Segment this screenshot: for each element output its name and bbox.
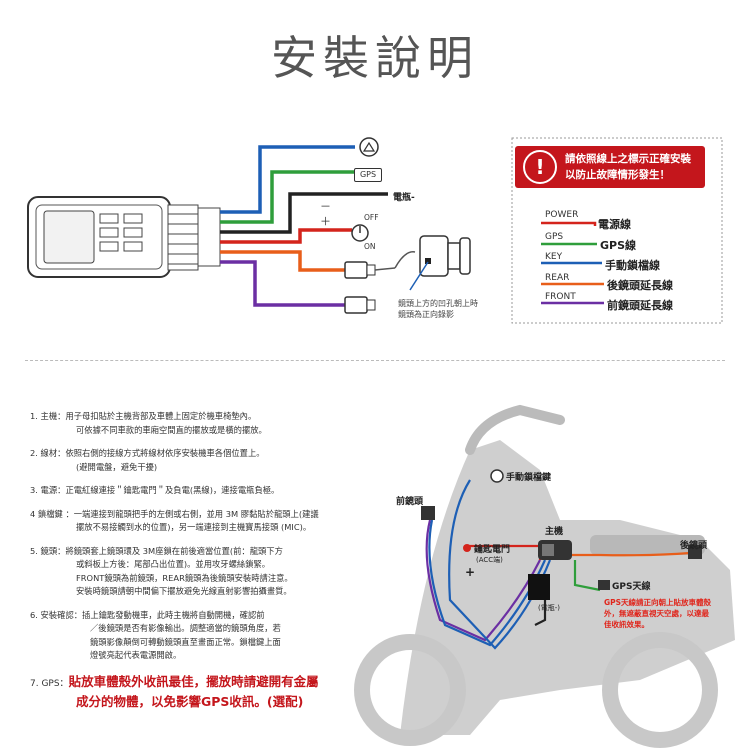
step-6-line-2: ／後鏡頭是否有影像輸出。調整適當的鏡頭角度，若 bbox=[90, 623, 281, 633]
on-label: ON bbox=[364, 242, 376, 251]
step-5: 5. 鏡頭：將鏡頭套上鏡頭環及 3M座鎖在前後適當位置(前：龍頭下方 或斜板上方… bbox=[30, 545, 370, 599]
step-7-line-2: 成分的物體，以免影響GPS收訊。(選配) bbox=[76, 693, 304, 709]
camera-note: 鏡頭上方的凹孔朝上時 鏡頭為正向錄影 bbox=[398, 298, 478, 320]
step-6-line-4: 燈號亮起代表電源開啟。 bbox=[90, 650, 182, 660]
step-3-line-1: 3. 電源：正電紅線連接＂鑰匙電門＂及負電(黑線)，連接電瓶負極。 bbox=[30, 485, 280, 495]
rear-wire bbox=[220, 250, 345, 272]
lock-key-icon bbox=[359, 137, 379, 157]
step-2-line-1: 2. 線材：依照右側的接線方式將線材依序安裝機車各個位置上。 bbox=[30, 448, 265, 458]
step-5-line-4: 安裝時鏡頭請朝中間偏下擺放避免光線直射影響拍攝畫質。 bbox=[76, 586, 292, 596]
step-4-line-2: 擺放不易接觸到水的位置)，另一端連接到主機寶馬接頭 (MIC)。 bbox=[76, 522, 312, 532]
off-label: OFF bbox=[364, 213, 379, 222]
gps-connector-label: GPS bbox=[354, 168, 382, 182]
battery-label: (電瓶-) bbox=[538, 604, 560, 612]
step-5-line-3: FRONT鏡頭為前鏡頭，REAR鏡頭為後鏡頭安裝時請注意。 bbox=[76, 572, 293, 583]
step-7-line-1: 貼放車體殼外收訊最佳，擺放時請避開有金屬 bbox=[68, 673, 319, 689]
key-wire bbox=[220, 145, 355, 214]
step-6: 6. 安裝確認：插上鑰匙發動機車，此時主機將自動開機，確認前 ／後鏡頭是否有影像… bbox=[30, 609, 370, 663]
front-wire bbox=[220, 260, 345, 307]
legend-tag-power: POWER bbox=[545, 210, 579, 220]
legend-tag-gps: GPS bbox=[545, 232, 564, 242]
page-title: 安裝說明 bbox=[271, 31, 479, 85]
step-7: 7. GPS：貼放車體殼外收訊最佳，擺放時請避開有金屬 成分的物體，以免影響GP… bbox=[30, 673, 370, 711]
legend-name-power: 電源線 bbox=[598, 218, 631, 231]
step-4: 4 鎖檔鍵 ：一端連接到龍頭把手的左側或右側，並用 3M 膠黏貼於龍頭上(建議 … bbox=[30, 508, 370, 535]
manual-lock-label: 手動鎖檔鍵 bbox=[506, 473, 552, 483]
exclamation-icon: ! bbox=[523, 150, 557, 184]
minus-sign: － bbox=[320, 200, 331, 213]
step-6-line-1: 6. 安裝確認：插上鑰匙發動機車，此時主機將自動開機，確認前 bbox=[30, 609, 265, 620]
installation-steps: 1. 主機：用子母扣貼於主機背部及車體上固定於機車椅墊內。 可依據不同車款的車廂… bbox=[30, 410, 370, 721]
step-1: 1. 主機：用子母扣貼於主機背部及車體上固定於機車椅墊內。 可依據不同車款的車廂… bbox=[30, 410, 370, 437]
camera-note-line-2: 鏡頭為正向錄影 bbox=[398, 310, 454, 319]
step-6-line-3: 鏡頭影像顛倒可轉動鏡頭直至畫面正常。鎖檔鍵上面 bbox=[90, 636, 281, 647]
step-2: 2. 線材：依照右側的接線方式將線材依序安裝機車各個位置上。 (避開電盤，避免干… bbox=[30, 447, 370, 474]
battery-wire bbox=[220, 192, 388, 234]
dvr-unit bbox=[27, 196, 221, 278]
step-3: 3. 電源：正電紅線連接＂鑰匙電門＂及負電(黑線)，連接電瓶負極。 bbox=[30, 484, 370, 498]
camera-note-line-1: 鏡頭上方的凹孔朝上時 bbox=[398, 299, 478, 308]
front-connector-icon bbox=[344, 296, 376, 314]
moto-plus-sign: + bbox=[465, 565, 476, 579]
motorcycle-illustration bbox=[354, 404, 735, 748]
gps-antenna-note: GPS天線請正向朝上貼放車體殼外，無遮蔽直視天空處，以達最佳收訊效果。 bbox=[604, 598, 712, 629]
power-wire bbox=[220, 228, 352, 244]
warning-line-2: 以防止故障情形發生！ bbox=[565, 169, 670, 181]
legend-lines bbox=[541, 221, 604, 305]
legend-name-rear: 後鏡頭延長線 bbox=[607, 279, 673, 292]
step-4-line-1: 4 鎖檔鍵 ：一端連接到龍頭把手的左側或右側，並用 3M 膠黏貼於龍頭上(建議 bbox=[30, 508, 319, 519]
gps-antenna-icon bbox=[598, 580, 610, 590]
step-5-line-2: 或斜板上方後：尾部凸出位置)。並用攻牙螺絲鎖緊。 bbox=[76, 559, 271, 569]
rear-connector-icon bbox=[344, 261, 396, 279]
legend-tag-rear: REAR bbox=[545, 273, 570, 283]
key-switch-dot bbox=[463, 544, 471, 552]
warning-line-1: 請依照線上之標示正確安裝 bbox=[565, 153, 691, 165]
legend-name-front: 前鏡頭延長線 bbox=[607, 299, 673, 312]
front-camera-label: 前鏡頭 bbox=[396, 497, 424, 507]
step-5-line-1: 5. 鏡頭：將鏡頭套上鏡頭環及 3M座鎖在前後適當位置(前：龍頭下方 bbox=[30, 545, 283, 556]
host-label: 主機 bbox=[545, 527, 564, 537]
manual-lock-icon bbox=[490, 469, 504, 483]
gps-antenna-label: GPS天線 bbox=[612, 582, 651, 592]
legend-tag-key: KEY bbox=[545, 252, 563, 262]
warning-banner: ! 請依照線上之標示正確安裝 以防止故障情形發生！ bbox=[515, 146, 705, 188]
step-2-line-2: (避開電盤，避免干擾) bbox=[76, 461, 158, 472]
step-7-number: 7. GPS： bbox=[30, 678, 69, 689]
wires bbox=[220, 145, 388, 307]
battery-icon bbox=[528, 574, 550, 600]
rear-camera-icon bbox=[688, 545, 702, 559]
key-switch-label: 鑰匙電門 bbox=[474, 545, 511, 555]
rear-camera-label: 後鏡頭 bbox=[680, 541, 708, 551]
plus-sign: ＋ bbox=[320, 215, 331, 228]
step-1-line-2: 可依據不同車款的車廂空間直的擺放或是橫的擺放。 bbox=[76, 424, 267, 435]
acc-label: (ACC端) bbox=[476, 556, 503, 564]
front-camera-icon bbox=[421, 506, 435, 520]
step-1-line-1: 1. 主機：用子母扣貼於主機背部及車體上固定於機車椅墊內。 bbox=[30, 411, 257, 421]
camera-lens-icon bbox=[394, 235, 471, 291]
section-divider bbox=[25, 360, 725, 361]
legend-name-gps: GPS線 bbox=[600, 239, 637, 252]
battery-negative-label: 電瓶- bbox=[393, 193, 415, 203]
legend-name-key: 手動鎖檔線 bbox=[605, 259, 660, 272]
gps-wire bbox=[220, 170, 355, 224]
legend-tag-front: FRONT bbox=[545, 292, 576, 302]
